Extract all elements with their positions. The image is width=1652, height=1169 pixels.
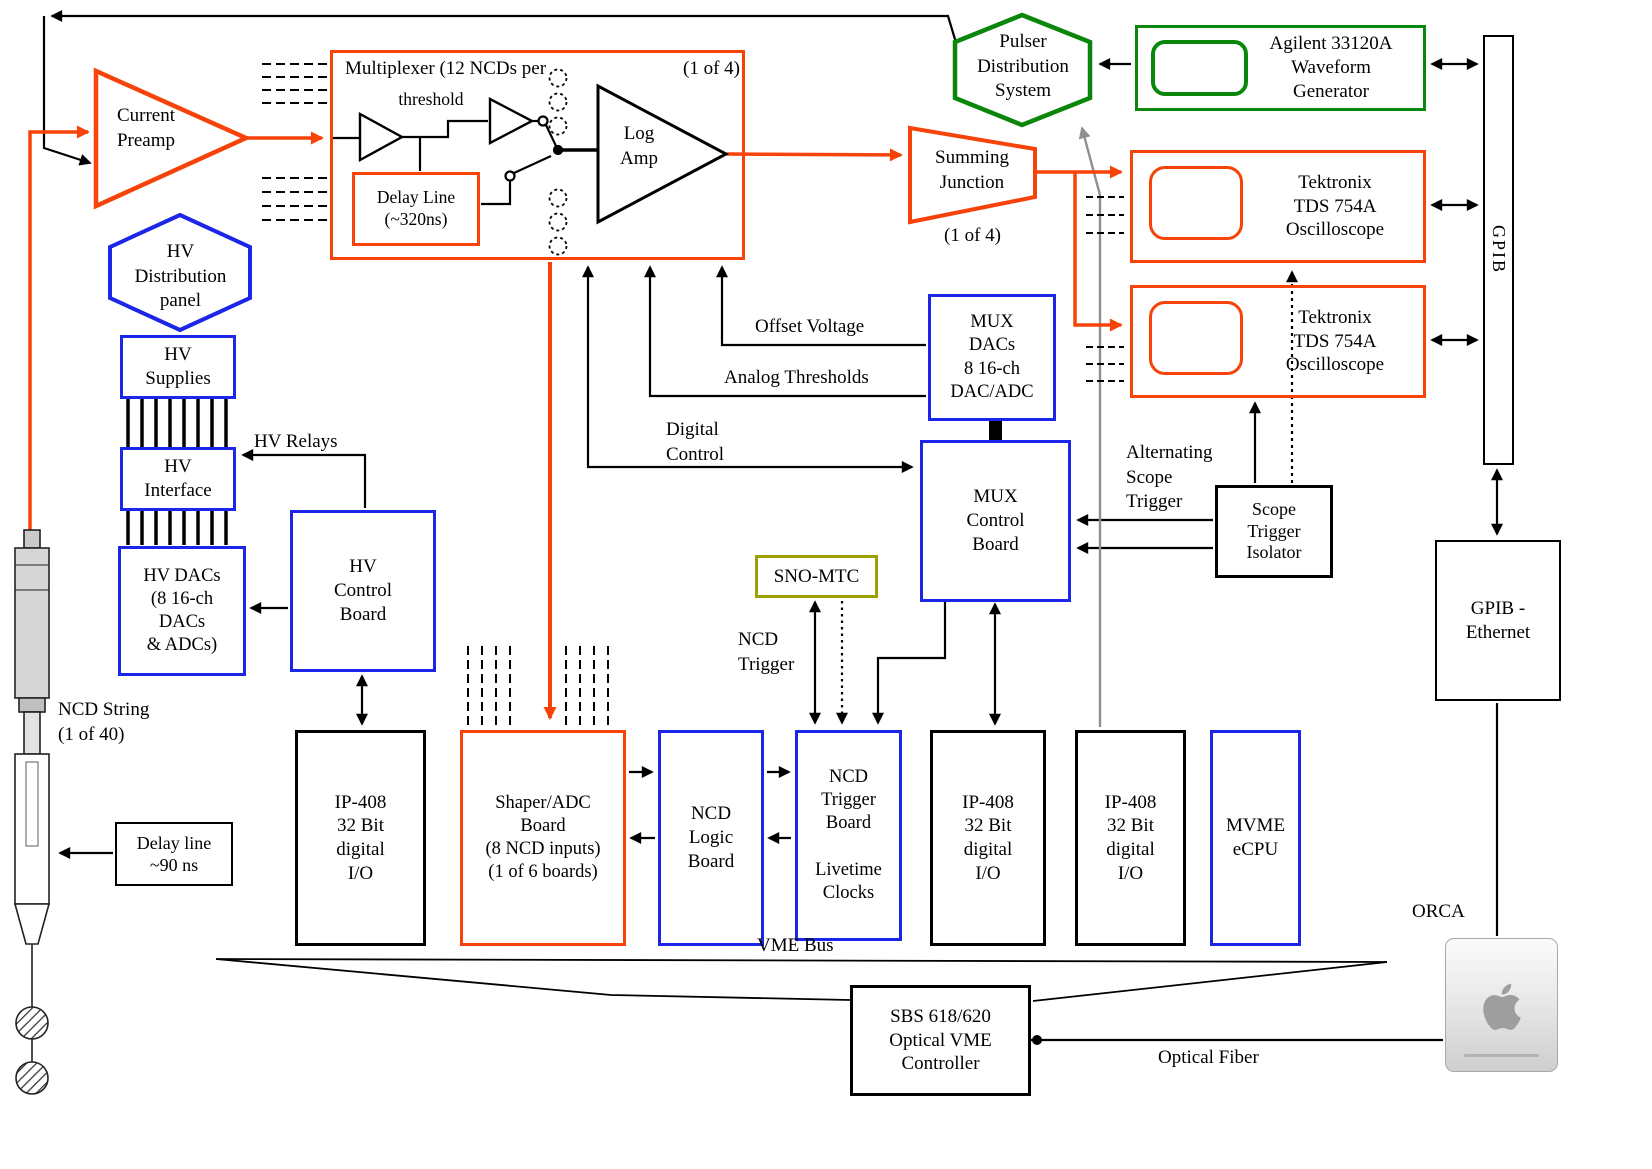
pulser-control-line bbox=[1078, 126, 1102, 727]
sbs-controller-box: SBS 618/620 Optical VME Controller bbox=[850, 985, 1031, 1096]
multiplexer-box bbox=[330, 50, 745, 260]
analog-signal-path bbox=[28, 125, 1123, 720]
optical-fiber-label: Optical Fiber bbox=[1158, 1047, 1259, 1068]
mux-switch-contacts bbox=[548, 68, 568, 256]
amp2-triangle bbox=[488, 97, 535, 145]
oscilloscope-1-screen bbox=[1149, 166, 1243, 240]
ip408-2-box: IP-408 32 Bit digital I/O bbox=[930, 730, 1046, 946]
summing-junction-label: Summing Junction bbox=[935, 147, 1009, 193]
vme-bus-shape bbox=[215, 958, 1388, 1002]
hv-panel-hexagon bbox=[108, 212, 252, 333]
delay-line-box: Delay Line (~320ns) bbox=[352, 172, 480, 246]
mux-control-board-box: MUX Control Board bbox=[920, 440, 1071, 602]
hv-bus-lines bbox=[126, 399, 228, 545]
delay-line-90-box: Delay line ~90 ns bbox=[115, 822, 233, 886]
ip408-1-box: IP-408 32 Bit digital I/O bbox=[295, 730, 426, 946]
ip408-3-box: IP-408 32 Bit digital I/O bbox=[1075, 730, 1186, 946]
pulser-label: Pulser Distribution System bbox=[977, 31, 1069, 102]
oscilloscope-1-label: Tektronix TDS 754A Oscilloscope bbox=[1285, 171, 1385, 241]
waveform-generator-label: Agilent 33120A Waveform Generator bbox=[1269, 33, 1393, 102]
shaper-adc-board-box: Shaper/ADC Board (8 NCD inputs) (1 of 6 … bbox=[460, 730, 626, 946]
ncd-string-drawing bbox=[13, 529, 51, 1095]
offset-voltage-label: Offset Voltage bbox=[755, 316, 865, 337]
oscilloscope-2-label: Tektronix TDS 754A Oscilloscope bbox=[1285, 306, 1385, 376]
digital-control-label: Digital Control bbox=[666, 419, 725, 465]
log-amp-label: Log Amp bbox=[620, 123, 658, 169]
hv-supplies-box: HV Supplies bbox=[120, 335, 236, 399]
waveform-generator-display bbox=[1151, 40, 1248, 96]
pulser-hexagon bbox=[952, 12, 1093, 128]
summing-copies-label: (1 of 4) bbox=[944, 225, 1001, 246]
oscilloscope-1-box: Tektronix TDS 754A Oscilloscope bbox=[1130, 150, 1426, 263]
log-amp-triangle bbox=[596, 83, 730, 225]
ncd-trigger-label: NCD Trigger bbox=[738, 629, 795, 675]
waveform-generator-box: Agilent 33120A Waveform Generator bbox=[1135, 25, 1426, 111]
orca-label: ORCA bbox=[1412, 901, 1465, 922]
gpib-bus-bar: GPIB bbox=[1483, 35, 1514, 465]
mux-dac-ctl-link bbox=[989, 420, 1002, 441]
component-shapes bbox=[93, 12, 1093, 333]
scope-input-dashes bbox=[1086, 196, 1124, 382]
ncd-logic-board-box: NCD Logic Board bbox=[658, 730, 764, 946]
hv-interface-box: HV Interface bbox=[120, 447, 236, 511]
scope-trigger-isolator-box: Scope Trigger Isolator bbox=[1215, 485, 1333, 578]
summing-junction-trapezoid bbox=[908, 125, 1037, 225]
hv-dacs-box: HV DACs (8 16-ch DACs & ADCs) bbox=[118, 546, 246, 676]
ncd-trigger-board-box: NCD Trigger Board Livetime Clocks bbox=[795, 730, 902, 941]
current-preamp-label: Current Preamp bbox=[116, 105, 176, 151]
analog-thresholds-label: Analog Thresholds bbox=[724, 367, 869, 388]
hv-control-board-box: HV Control Board bbox=[290, 510, 436, 672]
gpib-ethernet-box: GPIB - Ethernet bbox=[1435, 540, 1561, 701]
hv-panel-label: HV Distribution panel bbox=[134, 241, 227, 312]
optical-drive-slot bbox=[1463, 1054, 1540, 1057]
mvme-ecpu-box: MVME eCPU bbox=[1210, 730, 1301, 946]
apple-logo-icon bbox=[1482, 983, 1521, 1030]
hv-relays-label: HV Relays bbox=[254, 431, 338, 452]
ncd-string-label: NCD String (1 of 40) bbox=[58, 699, 150, 745]
shaper-input-dashes bbox=[467, 646, 609, 726]
multiplexer-copies-label: (1 of 4) bbox=[683, 58, 740, 79]
alternating-scope-trigger-label: Alternating Scope Trigger bbox=[1126, 442, 1213, 513]
threshold-label: threshold bbox=[398, 89, 464, 109]
multiplexer-title: Multiplexer (12 NCDs per bbox=[345, 58, 547, 79]
oscilloscope-2-screen bbox=[1149, 301, 1243, 375]
mux-internals bbox=[332, 68, 597, 256]
ncd-input-dashes bbox=[262, 63, 327, 221]
current-preamp-triangle bbox=[93, 67, 252, 210]
vme-bus-label: VME Bus bbox=[757, 935, 834, 956]
sno-mtc-box: SNO-MTC bbox=[755, 555, 878, 598]
mux-dacs-box: MUX DACs 8 16-ch DAC/ADC bbox=[928, 294, 1056, 421]
orca-computer bbox=[1445, 938, 1558, 1072]
oscilloscope-2-box: Tektronix TDS 754A Oscilloscope bbox=[1130, 285, 1426, 398]
